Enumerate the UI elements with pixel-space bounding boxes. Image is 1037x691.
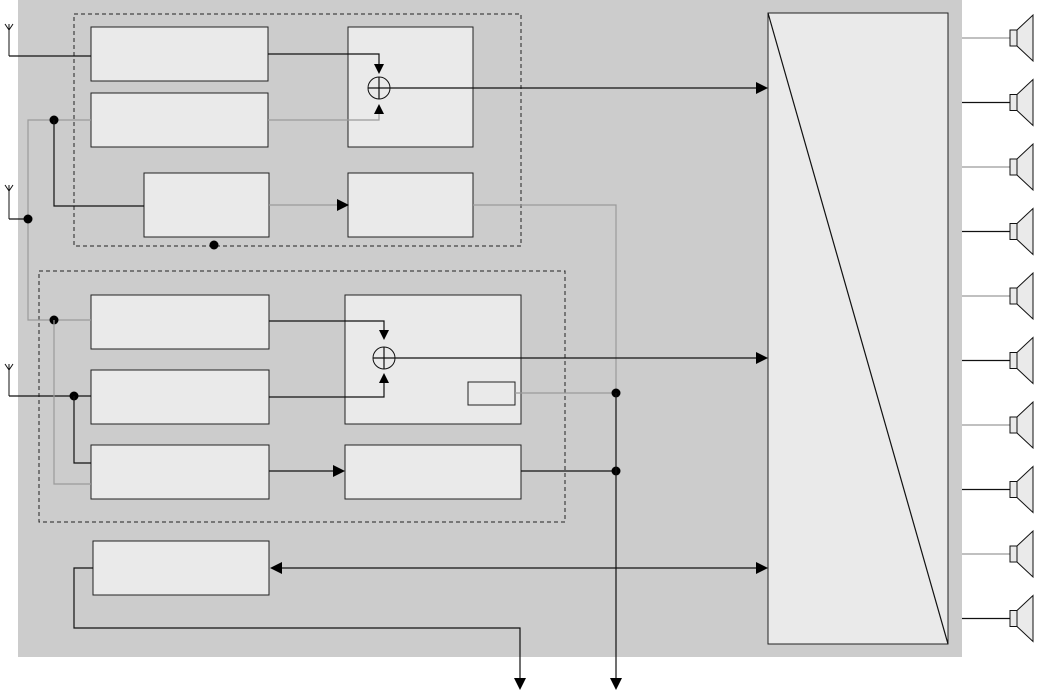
arrow-head (374, 64, 384, 74)
junction-dot (209, 240, 219, 250)
speaker-icon (962, 13, 1034, 63)
lower-small-block (467, 381, 516, 406)
upper-group-frame (73, 13, 522, 247)
speaker-icon (962, 400, 1034, 450)
junction-dot (23, 214, 33, 224)
lower-block-4 (344, 444, 522, 500)
wire (27, 119, 91, 219)
speaker-icon (962, 207, 1034, 256)
speaker-icon (962, 594, 1034, 643)
arrow-head (610, 678, 622, 690)
speaker-icon (962, 465, 1034, 514)
wire (269, 382, 385, 398)
antenna-icon (4, 363, 14, 396)
circled-plus-icon (372, 346, 396, 370)
wire (268, 113, 380, 121)
output-block-diagonal (767, 12, 949, 645)
upper-block-2 (90, 92, 269, 148)
arrow-head (379, 330, 389, 340)
arrow-head (756, 82, 768, 94)
bottom-block (92, 540, 270, 596)
wire (73, 396, 91, 464)
wire (53, 320, 91, 485)
wire (73, 567, 521, 680)
lower-block-1 (90, 294, 270, 350)
arrow-head (514, 678, 526, 690)
arrow-head (756, 562, 768, 574)
arrow-head (270, 562, 282, 574)
speaker-icon (962, 271, 1034, 321)
arrow-head (337, 199, 349, 211)
wire (473, 204, 617, 393)
speaker-icon (962, 529, 1034, 579)
upper-block-4 (347, 172, 474, 238)
speaker-group (962, 13, 1034, 643)
arrow-head (756, 352, 768, 364)
antenna-icon (4, 23, 14, 56)
circled-plus-icon (367, 76, 391, 100)
lower-block-2 (90, 369, 270, 425)
speaker-icon (962, 336, 1034, 385)
arrow-head (333, 465, 345, 477)
wire (53, 120, 144, 207)
speaker-icon (962, 78, 1034, 127)
arrow-head (374, 104, 384, 114)
upper-combiner-block (347, 26, 474, 148)
upper-block-1 (90, 26, 269, 82)
upper-block-3 (143, 172, 270, 238)
speaker-icon (962, 142, 1034, 192)
wire (268, 53, 380, 67)
lower-block-3 (90, 444, 270, 500)
wire (27, 219, 91, 321)
wire (269, 320, 385, 332)
antenna-icon (4, 184, 14, 219)
arrow-head (379, 373, 389, 383)
